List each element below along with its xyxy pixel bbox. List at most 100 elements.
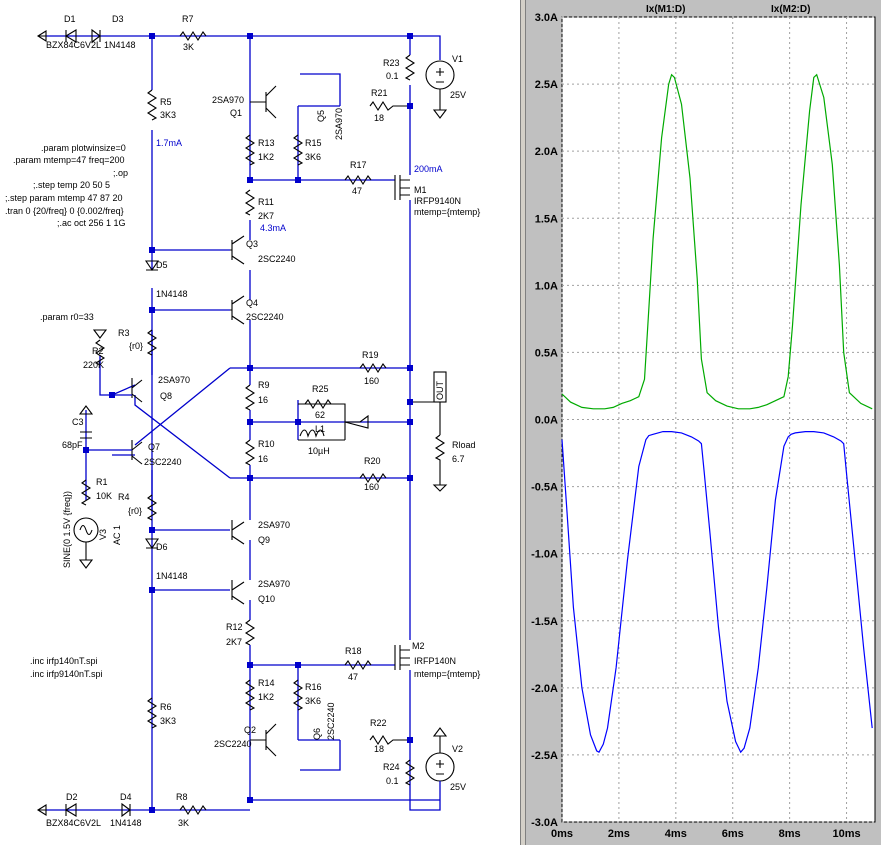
label-R10: R10 bbox=[258, 439, 275, 449]
label-D6-value: 1N4148 bbox=[156, 571, 188, 581]
x-tick-label: 2ms bbox=[608, 828, 630, 840]
label-V3-source: SINE(0 1.5V {freq}) bbox=[62, 491, 72, 568]
label-R22-value: 18 bbox=[374, 744, 384, 754]
label-D3: D3 bbox=[112, 14, 124, 24]
label-V2-value: 25V bbox=[450, 782, 466, 792]
label-R6: R6 bbox=[160, 702, 172, 712]
label-R12-value: 2K7 bbox=[226, 637, 242, 647]
trace-series-1 bbox=[561, 431, 873, 754]
y-tick-label: 0.5A bbox=[535, 347, 558, 359]
label-C3: C3 bbox=[72, 417, 84, 427]
diode-d3 bbox=[91, 28, 101, 44]
label-Q5: Q5 bbox=[316, 110, 326, 122]
directive-7: ;.ac oct 256 1 1G bbox=[57, 218, 126, 228]
label-R8: R8 bbox=[176, 792, 188, 802]
label-R8-value: 3K bbox=[178, 818, 189, 828]
schematic-drawing: D1 BZX84C6V2L D3 1N4148 R7 3K R5 3K3 1.7… bbox=[5, 14, 480, 828]
current-label-2: 200mA bbox=[414, 164, 443, 174]
label-R13: R13 bbox=[258, 138, 275, 148]
label-R10-value: 16 bbox=[258, 454, 268, 464]
y-tick-label: 3.0A bbox=[535, 12, 558, 24]
directive-inc-2: .inc irfp9140nT.spi bbox=[30, 669, 103, 679]
waveform-plot-pane[interactable]: 3.0A 2.5A 2.0A 1.5A 1.0A 0.5A 0.0A -0.5A -1.0A -1… bbox=[526, 0, 881, 845]
x-tick-label: 8ms bbox=[779, 828, 801, 840]
label-R1-value: 10K bbox=[96, 491, 112, 501]
y-tick-label: 0.0A bbox=[535, 415, 558, 427]
label-R24: R24 bbox=[383, 762, 400, 772]
label-Q4-value: 2SC2240 bbox=[246, 312, 284, 322]
label-R4-value: {r0} bbox=[128, 506, 142, 516]
label-D5: D5 bbox=[156, 260, 168, 270]
label-Q3-value: 2SC2240 bbox=[258, 254, 296, 264]
label-R20: R20 bbox=[364, 456, 381, 466]
label-R2: R2 bbox=[92, 346, 104, 356]
directive-5: ;.step param mtemp 47 87 20 bbox=[5, 193, 123, 203]
label-D5-value: 1N4148 bbox=[156, 289, 188, 299]
directive-6: .tran 0 {20/freq} 0 {0.002/freq} bbox=[5, 206, 124, 216]
plot-traces bbox=[561, 73, 873, 754]
y-tick-label: -2.5A bbox=[531, 750, 558, 762]
label-R12: R12 bbox=[226, 622, 243, 632]
label-D2-value: BZX84C6V2L bbox=[46, 818, 101, 828]
label-R9-value: 16 bbox=[258, 395, 268, 405]
label-L1-value: 10µH bbox=[308, 446, 330, 456]
label-Rload-value: 6.7 bbox=[452, 454, 465, 464]
trace-series-2 bbox=[561, 73, 873, 410]
label-R25: R25 bbox=[312, 384, 329, 394]
y-tick-label: 1.0A bbox=[535, 280, 558, 292]
label-R4: R4 bbox=[118, 492, 130, 502]
label-R24-value: 0.1 bbox=[386, 776, 399, 786]
label-D2: D2 bbox=[66, 792, 78, 802]
y-tick-label: -2.0A bbox=[531, 683, 558, 695]
label-R13-value: 1K2 bbox=[258, 152, 274, 162]
label-Q1: Q1 bbox=[230, 108, 242, 118]
label-R21-value: 18 bbox=[374, 113, 384, 123]
label-R3: R3 bbox=[118, 328, 130, 338]
label-M1-param: mtemp={mtemp} bbox=[414, 207, 480, 217]
label-D4: D4 bbox=[120, 792, 132, 802]
y-tick-label: -1.5A bbox=[531, 616, 558, 628]
label-R1: R1 bbox=[96, 477, 108, 487]
label-M1-value: IRFP9140N bbox=[414, 196, 461, 206]
label-R3-value: {r0} bbox=[129, 341, 143, 351]
x-tick-label: 4ms bbox=[665, 828, 687, 840]
y-tick-label: 1.5A bbox=[535, 213, 558, 225]
label-R23: R23 bbox=[383, 58, 400, 68]
zener-d1 bbox=[64, 29, 77, 43]
label-Q10-value: 2SA970 bbox=[258, 579, 290, 589]
label-R19: R19 bbox=[362, 350, 379, 360]
label-D3-value: 1N4148 bbox=[104, 40, 136, 50]
label-R21: R21 bbox=[371, 88, 388, 98]
y-tick-label: 2.5A bbox=[535, 79, 558, 91]
pane-splitter[interactable] bbox=[520, 0, 526, 845]
label-R19-value: 160 bbox=[364, 376, 379, 386]
label-Q10: Q10 bbox=[258, 594, 275, 604]
x-tick-label: 10ms bbox=[832, 828, 860, 840]
y-tick-label: -0.5A bbox=[531, 482, 558, 494]
label-R5: R5 bbox=[160, 97, 172, 107]
label-L1: L1 bbox=[315, 424, 325, 434]
label-R16-value: 3K6 bbox=[305, 696, 321, 706]
label-R6-value: 3K3 bbox=[160, 716, 176, 726]
directive-inc-1: .inc irfp140nT.spi bbox=[30, 656, 98, 666]
label-Q4: Q4 bbox=[246, 298, 258, 308]
label-M2: M2 bbox=[412, 641, 425, 651]
current-label-3: 4.3mA bbox=[260, 223, 286, 233]
label-R25-value: 62 bbox=[315, 410, 325, 420]
y-tick-label: 2.0A bbox=[535, 146, 558, 158]
label-V2: V2 bbox=[452, 744, 463, 754]
legend-series-2[interactable]: Ix(M2:D) bbox=[771, 4, 810, 15]
label-Q8-value: 2SA970 bbox=[158, 375, 190, 385]
label-Q9-value: 2SA970 bbox=[258, 520, 290, 530]
waveform-plot: 3.0A 2.5A 2.0A 1.5A 1.0A 0.5A 0.0A -0.5A -1.0A -1… bbox=[531, 4, 876, 840]
y-tick-label: -1.0A bbox=[531, 549, 558, 561]
label-R9: R9 bbox=[258, 380, 270, 390]
legend-series-1[interactable]: Ix(M1:D) bbox=[646, 4, 685, 15]
schematic-canvas[interactable]: D1 BZX84C6V2L D3 1N4148 R7 3K R5 3K3 1.7… bbox=[0, 0, 520, 845]
label-R11-value: 2K7 bbox=[258, 211, 274, 221]
label-R5-value: 3K3 bbox=[160, 110, 176, 120]
y-tick-label: -3.0A bbox=[531, 817, 558, 829]
label-D6: D6 bbox=[156, 542, 168, 552]
label-R11: R11 bbox=[258, 197, 274, 207]
label-Rload: Rload bbox=[452, 440, 476, 450]
